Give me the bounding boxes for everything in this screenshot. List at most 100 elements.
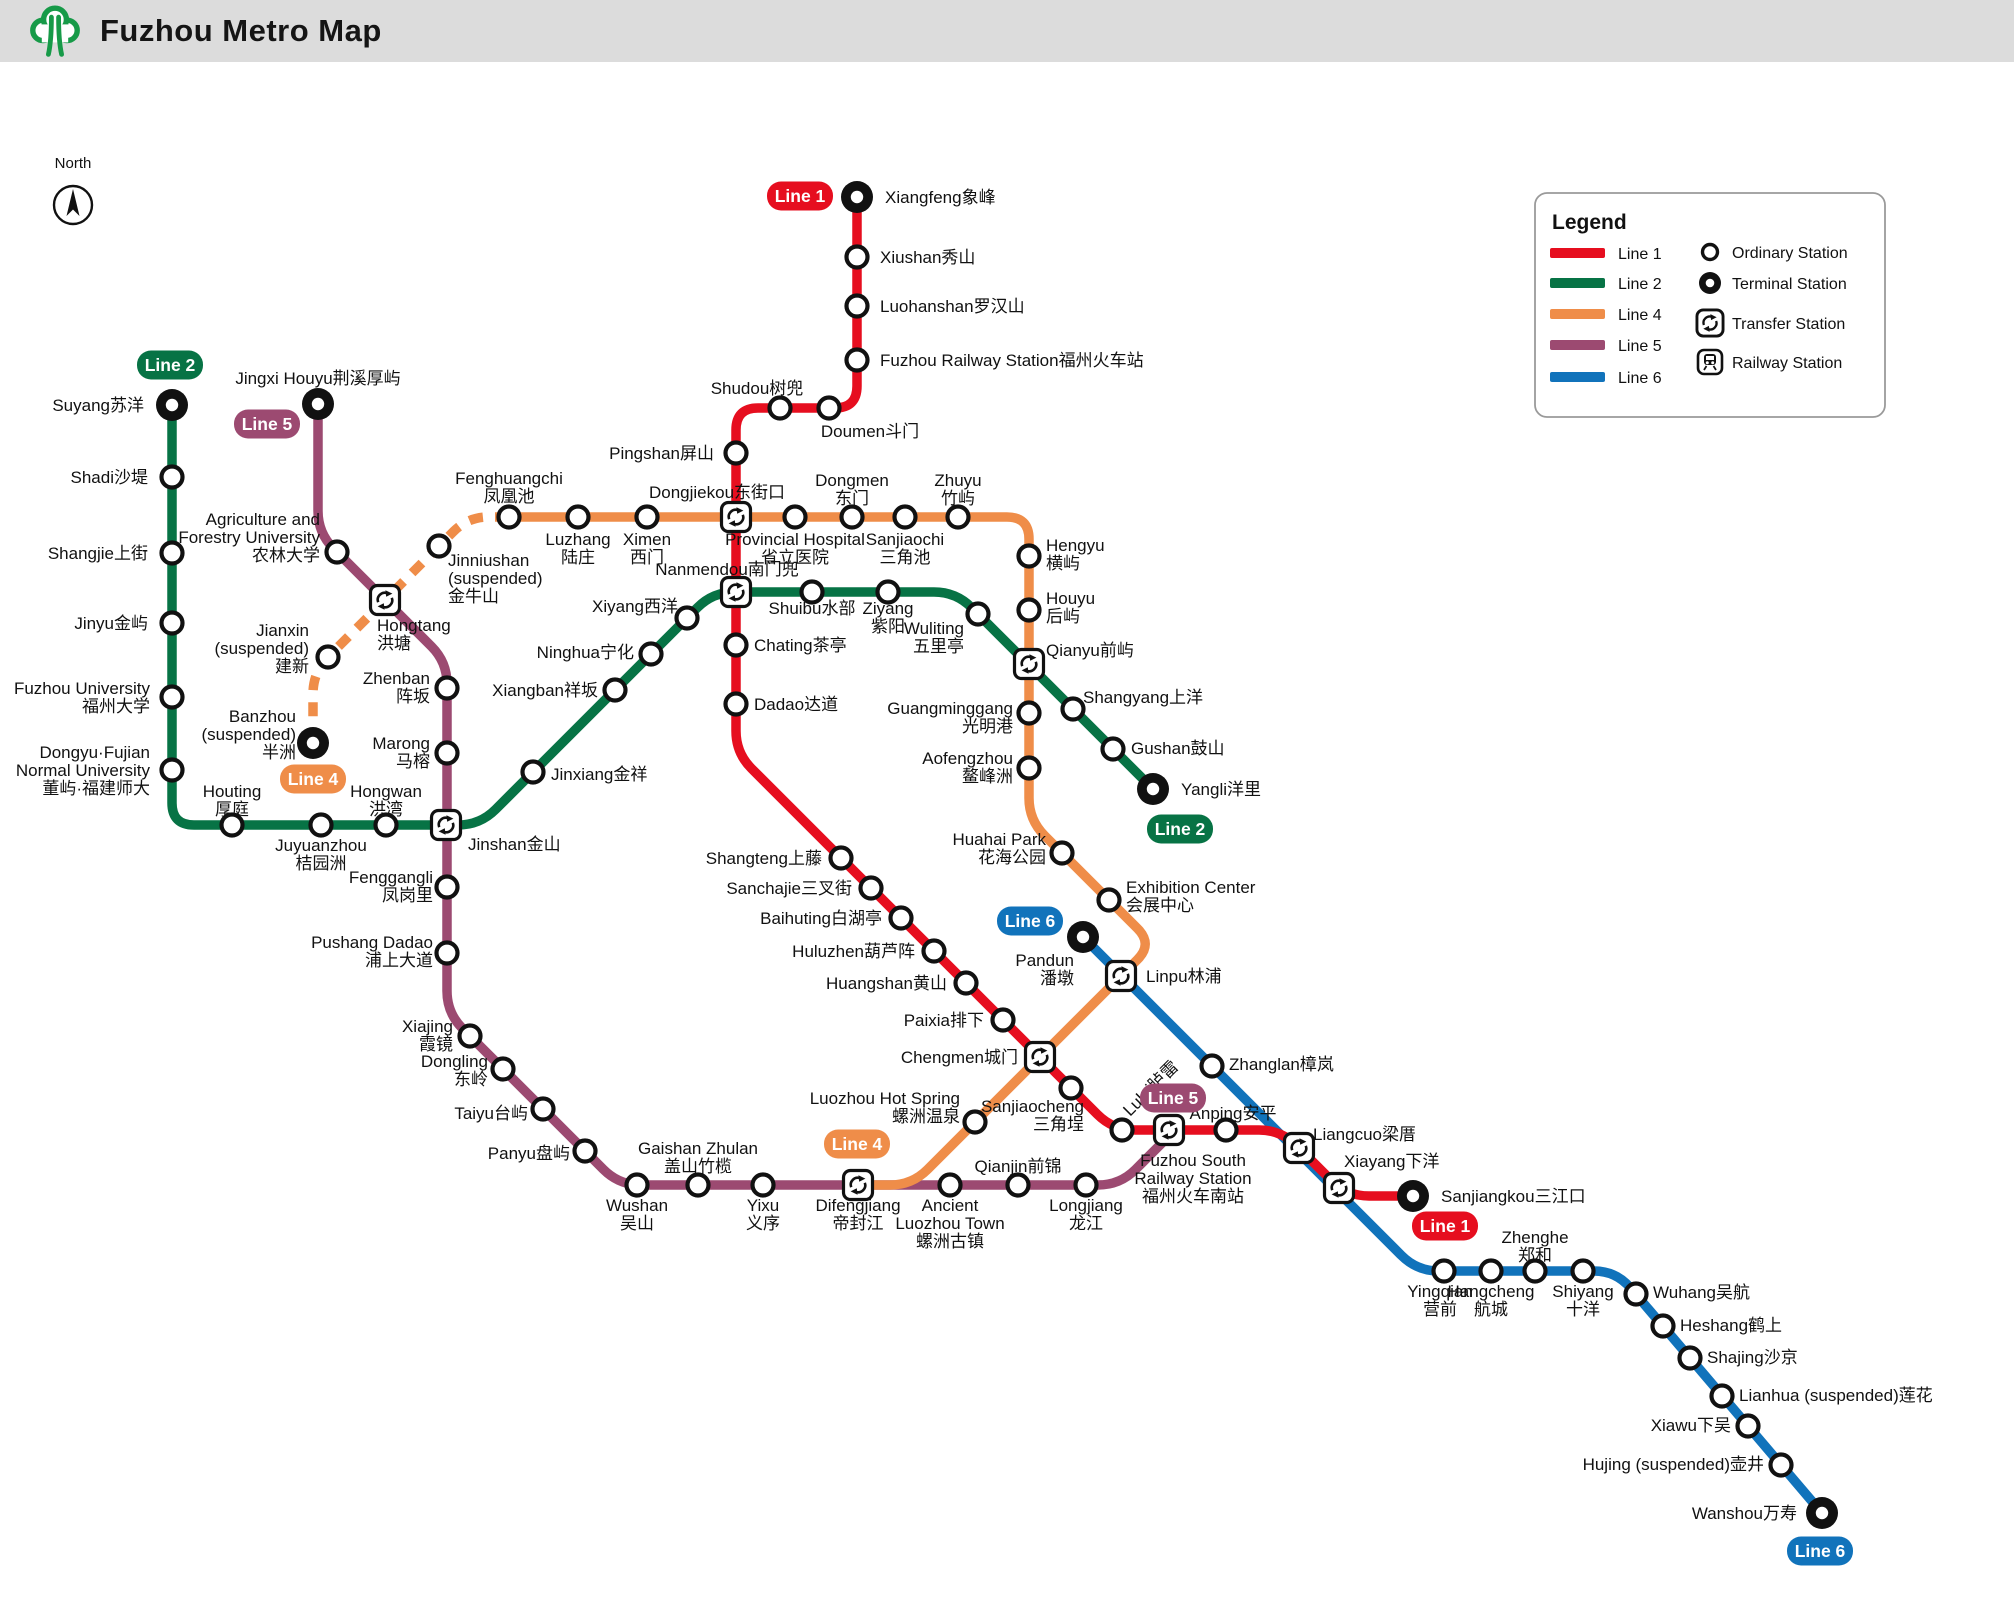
station-label-jianxin: Jianxin(suspended)建新 bbox=[214, 621, 309, 676]
ordinary-station-icon bbox=[962, 1109, 988, 1135]
transfer-arrowhead-icon bbox=[1121, 966, 1129, 973]
transfer-arrowhead-icon bbox=[446, 815, 454, 822]
line-badge-label: Line 4 bbox=[288, 769, 339, 789]
ordinary-station-icon bbox=[1016, 597, 1042, 623]
legend-line-label-line5: Line 5 bbox=[1618, 338, 1662, 355]
station-dadao: Dadao达道 bbox=[723, 691, 838, 717]
station-shangjie: Shangjie上街 bbox=[48, 540, 185, 566]
line-badge-pill bbox=[767, 181, 833, 211]
station-label-zhanglan: Zhanglan樟岚 bbox=[1229, 1055, 1334, 1074]
transfer-station-icon bbox=[841, 1168, 875, 1202]
station-wuhang: Wuhang吴航 bbox=[1623, 1281, 1750, 1307]
train-wheel-icon bbox=[1705, 361, 1709, 365]
ordinary-station-icon bbox=[434, 874, 460, 900]
ordinary-station-icon bbox=[1016, 543, 1042, 569]
line-badge-pill bbox=[997, 906, 1063, 936]
ordinary-station-icon bbox=[159, 464, 185, 490]
station-label-sanchajie: Sanchajie三叉街 bbox=[726, 879, 852, 898]
ordinary-station-icon bbox=[219, 812, 245, 838]
station-nanmendou: Nanmendou南门兜 bbox=[655, 560, 799, 609]
station-xiayang: Xiayang下洋 bbox=[1322, 1152, 1439, 1205]
ordinary-station-icon bbox=[638, 641, 664, 667]
ordinary-station-icon bbox=[1735, 1413, 1761, 1439]
legend-line-label-line4: Line 4 bbox=[1618, 307, 1662, 324]
station-sanchajie: Sanchajie三叉街 bbox=[726, 875, 884, 901]
transfer-station-icon bbox=[1104, 959, 1138, 993]
north-compass: North bbox=[52, 155, 94, 226]
ordinary-station-icon bbox=[159, 684, 185, 710]
station-label-shadi: Shadi沙堤 bbox=[71, 468, 148, 487]
ordinary-station-icon bbox=[434, 940, 460, 966]
line-badge-line5-2: Line 5 bbox=[234, 409, 300, 439]
station-label-gushan: Gushan鼓山 bbox=[1131, 739, 1225, 758]
north-label: North bbox=[55, 155, 92, 172]
transfer-arrowhead-icon bbox=[1339, 1178, 1347, 1185]
legend-marker-label-transfer: Transfer Station bbox=[1732, 316, 1845, 333]
station-label-doumen: Doumen斗门 bbox=[821, 422, 919, 441]
legend-title: Legend bbox=[1552, 211, 1627, 234]
transfer-station-icon bbox=[1152, 1113, 1186, 1147]
ordinary-station-icon bbox=[723, 691, 749, 717]
line-badge-line6-5: Line 6 bbox=[997, 906, 1063, 936]
legend-marker-label-terminal: Terminal Station bbox=[1732, 276, 1847, 293]
line-badge-label: Line 2 bbox=[145, 355, 196, 375]
transfer-station-icon bbox=[1023, 1040, 1057, 1074]
ordinary-station-icon bbox=[490, 1056, 516, 1082]
station-shajing: Shajing沙京 bbox=[1677, 1345, 1798, 1371]
transfer-station-icon bbox=[368, 583, 402, 617]
station-panyu: Panyu盘屿 bbox=[488, 1138, 598, 1164]
terminal-station-icon-center bbox=[1076, 930, 1090, 944]
station-xiushan: Xiushan秀山 bbox=[844, 244, 975, 270]
ordinary-station-icon bbox=[1768, 1452, 1794, 1478]
legend-ordinary-station-icon bbox=[1700, 242, 1720, 262]
station-label-suyang: Suyang苏洋 bbox=[52, 396, 144, 415]
ordinary-station-icon bbox=[315, 644, 341, 670]
station-huangshan: Huangshan黄山 bbox=[826, 970, 979, 996]
station-taiyu: Taiyu台屿 bbox=[454, 1096, 556, 1123]
transfer-station-icon bbox=[429, 808, 463, 842]
station-label-paixia: Paixia排下 bbox=[904, 1011, 984, 1030]
metro-line4 bbox=[509, 512, 1150, 1190]
line-badge-label: Line 1 bbox=[1420, 1216, 1471, 1236]
station-label-fuzhou-railway-station: Fuzhou Railway Station福州火车站 bbox=[880, 351, 1144, 370]
ordinary-station-icon bbox=[892, 504, 918, 530]
transfer-arrowhead-icon bbox=[1299, 1138, 1307, 1145]
station-wanshou: Wanshou万寿 bbox=[1692, 1497, 1838, 1529]
legend-line-label-line2: Line 2 bbox=[1618, 276, 1662, 293]
legend-line-label-line6: Line 6 bbox=[1618, 370, 1662, 387]
station-label-shangjie: Shangjie上街 bbox=[48, 544, 148, 563]
ordinary-station-icon bbox=[1677, 1345, 1703, 1371]
legend-line-swatch-line4 bbox=[1550, 309, 1605, 319]
transfer-arrowhead-icon bbox=[1040, 1047, 1048, 1054]
transfer-arrowhead-icon bbox=[1021, 667, 1029, 674]
transfer-arrowhead-icon bbox=[1029, 654, 1037, 661]
line-badge-pill bbox=[1787, 1536, 1853, 1566]
transfer-station-icon bbox=[719, 500, 753, 534]
station-shudou: Shudou树兜 bbox=[711, 379, 804, 421]
transfer-arrowhead-icon bbox=[1291, 1151, 1299, 1158]
line-badge-pill bbox=[824, 1129, 890, 1159]
station-label-liangcuo: Liangcuo梁厝 bbox=[1313, 1125, 1416, 1144]
station-label-shudou: Shudou树兜 bbox=[711, 379, 804, 398]
ordinary-station-icon bbox=[782, 504, 808, 530]
